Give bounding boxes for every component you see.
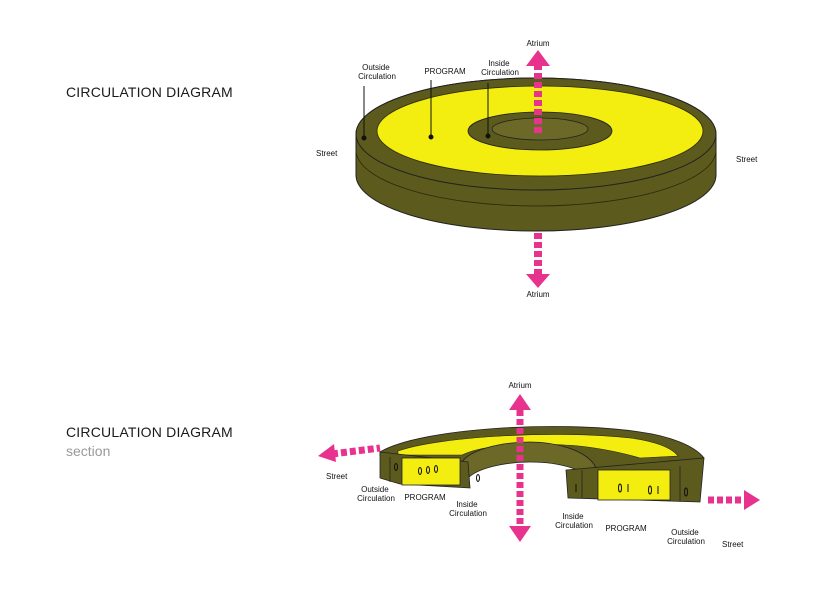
label-section-outside-circulation-right: Outside Circulation — [667, 528, 705, 546]
section-street-left-arrow — [318, 444, 381, 462]
section-right-program-cut — [597, 469, 671, 501]
section-street-right-arrow — [708, 490, 760, 510]
section-left-program-cut — [401, 457, 461, 486]
label-section-inside-circulation-right: Inside Circulation — [555, 512, 593, 530]
atrium-up-arrow — [526, 50, 550, 133]
section-diagram-subtitle: section — [66, 443, 111, 459]
label-section-street-left: Street — [326, 472, 348, 481]
label-section-atrium: Atrium — [508, 381, 531, 390]
label-program: PROGRAM — [424, 67, 466, 76]
top-diagram-title: CIRCULATION DIAGRAM — [66, 84, 233, 100]
label-outside-circulation: Outside Circulation — [358, 63, 396, 81]
top-ring-model — [355, 77, 717, 232]
section-people-right — [575, 483, 688, 497]
section-people-left — [394, 463, 480, 482]
section-atrium-vertical-arrow — [509, 394, 531, 542]
outer-ring-side-line — [355, 149, 717, 207]
label-section-program-right: PROGRAM — [605, 524, 647, 533]
label-street-left: Street — [316, 149, 338, 158]
section-diagram-title: CIRCULATION DIAGRAM — [66, 424, 233, 440]
label-atrium-bottom: Atrium — [526, 290, 549, 299]
label-atrium-top: Atrium — [526, 39, 549, 48]
label-section-program-left: PROGRAM — [404, 493, 446, 502]
label-section-street-right: Street — [722, 540, 744, 549]
atrium-down-arrow — [526, 233, 550, 288]
label-street-right: Street — [736, 155, 758, 164]
label-section-inside-circulation-left: Inside Circulation — [449, 500, 487, 518]
section-ring-model — [379, 426, 705, 503]
label-section-outside-circulation-left: Outside Circulation — [357, 485, 395, 503]
top-leader-lines — [361, 80, 491, 141]
label-inside-circulation: Inside Circulation — [481, 59, 519, 77]
